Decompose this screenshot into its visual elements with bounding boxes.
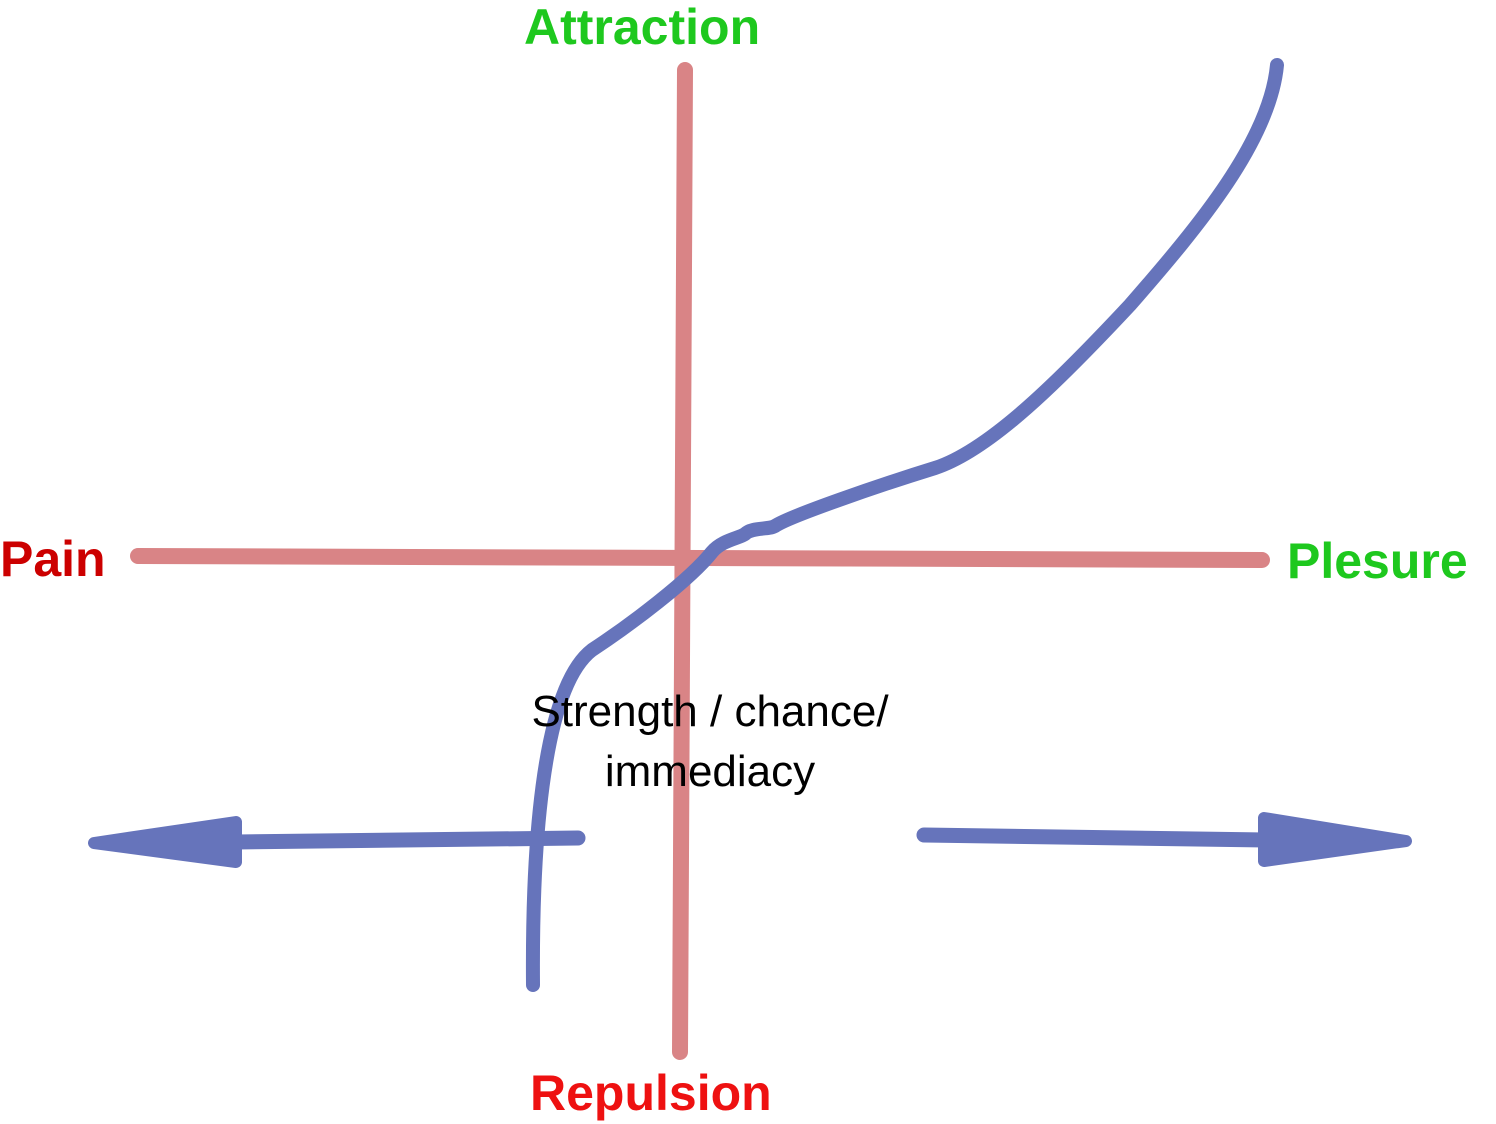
caption-line-2: immediacy bbox=[604, 747, 816, 796]
pleasure-label: Plesure bbox=[1287, 533, 1468, 589]
attraction-label: Attraction bbox=[524, 0, 761, 55]
left-arrow-shaft bbox=[228, 830, 586, 850]
right-arrowhead bbox=[1258, 812, 1412, 867]
left-arrowhead bbox=[88, 816, 242, 868]
caption-line-1: Strength / chance/ bbox=[531, 687, 889, 736]
response-curve bbox=[525, 58, 1284, 992]
repulsion-label: Repulsion bbox=[530, 1065, 772, 1121]
right-arrow-shaft bbox=[916, 827, 1274, 848]
left-arrow bbox=[88, 816, 586, 868]
pain-label: Pain bbox=[0, 531, 106, 587]
center-caption: Strength / chance/ immediacy bbox=[470, 682, 950, 802]
right-arrow bbox=[916, 812, 1412, 867]
